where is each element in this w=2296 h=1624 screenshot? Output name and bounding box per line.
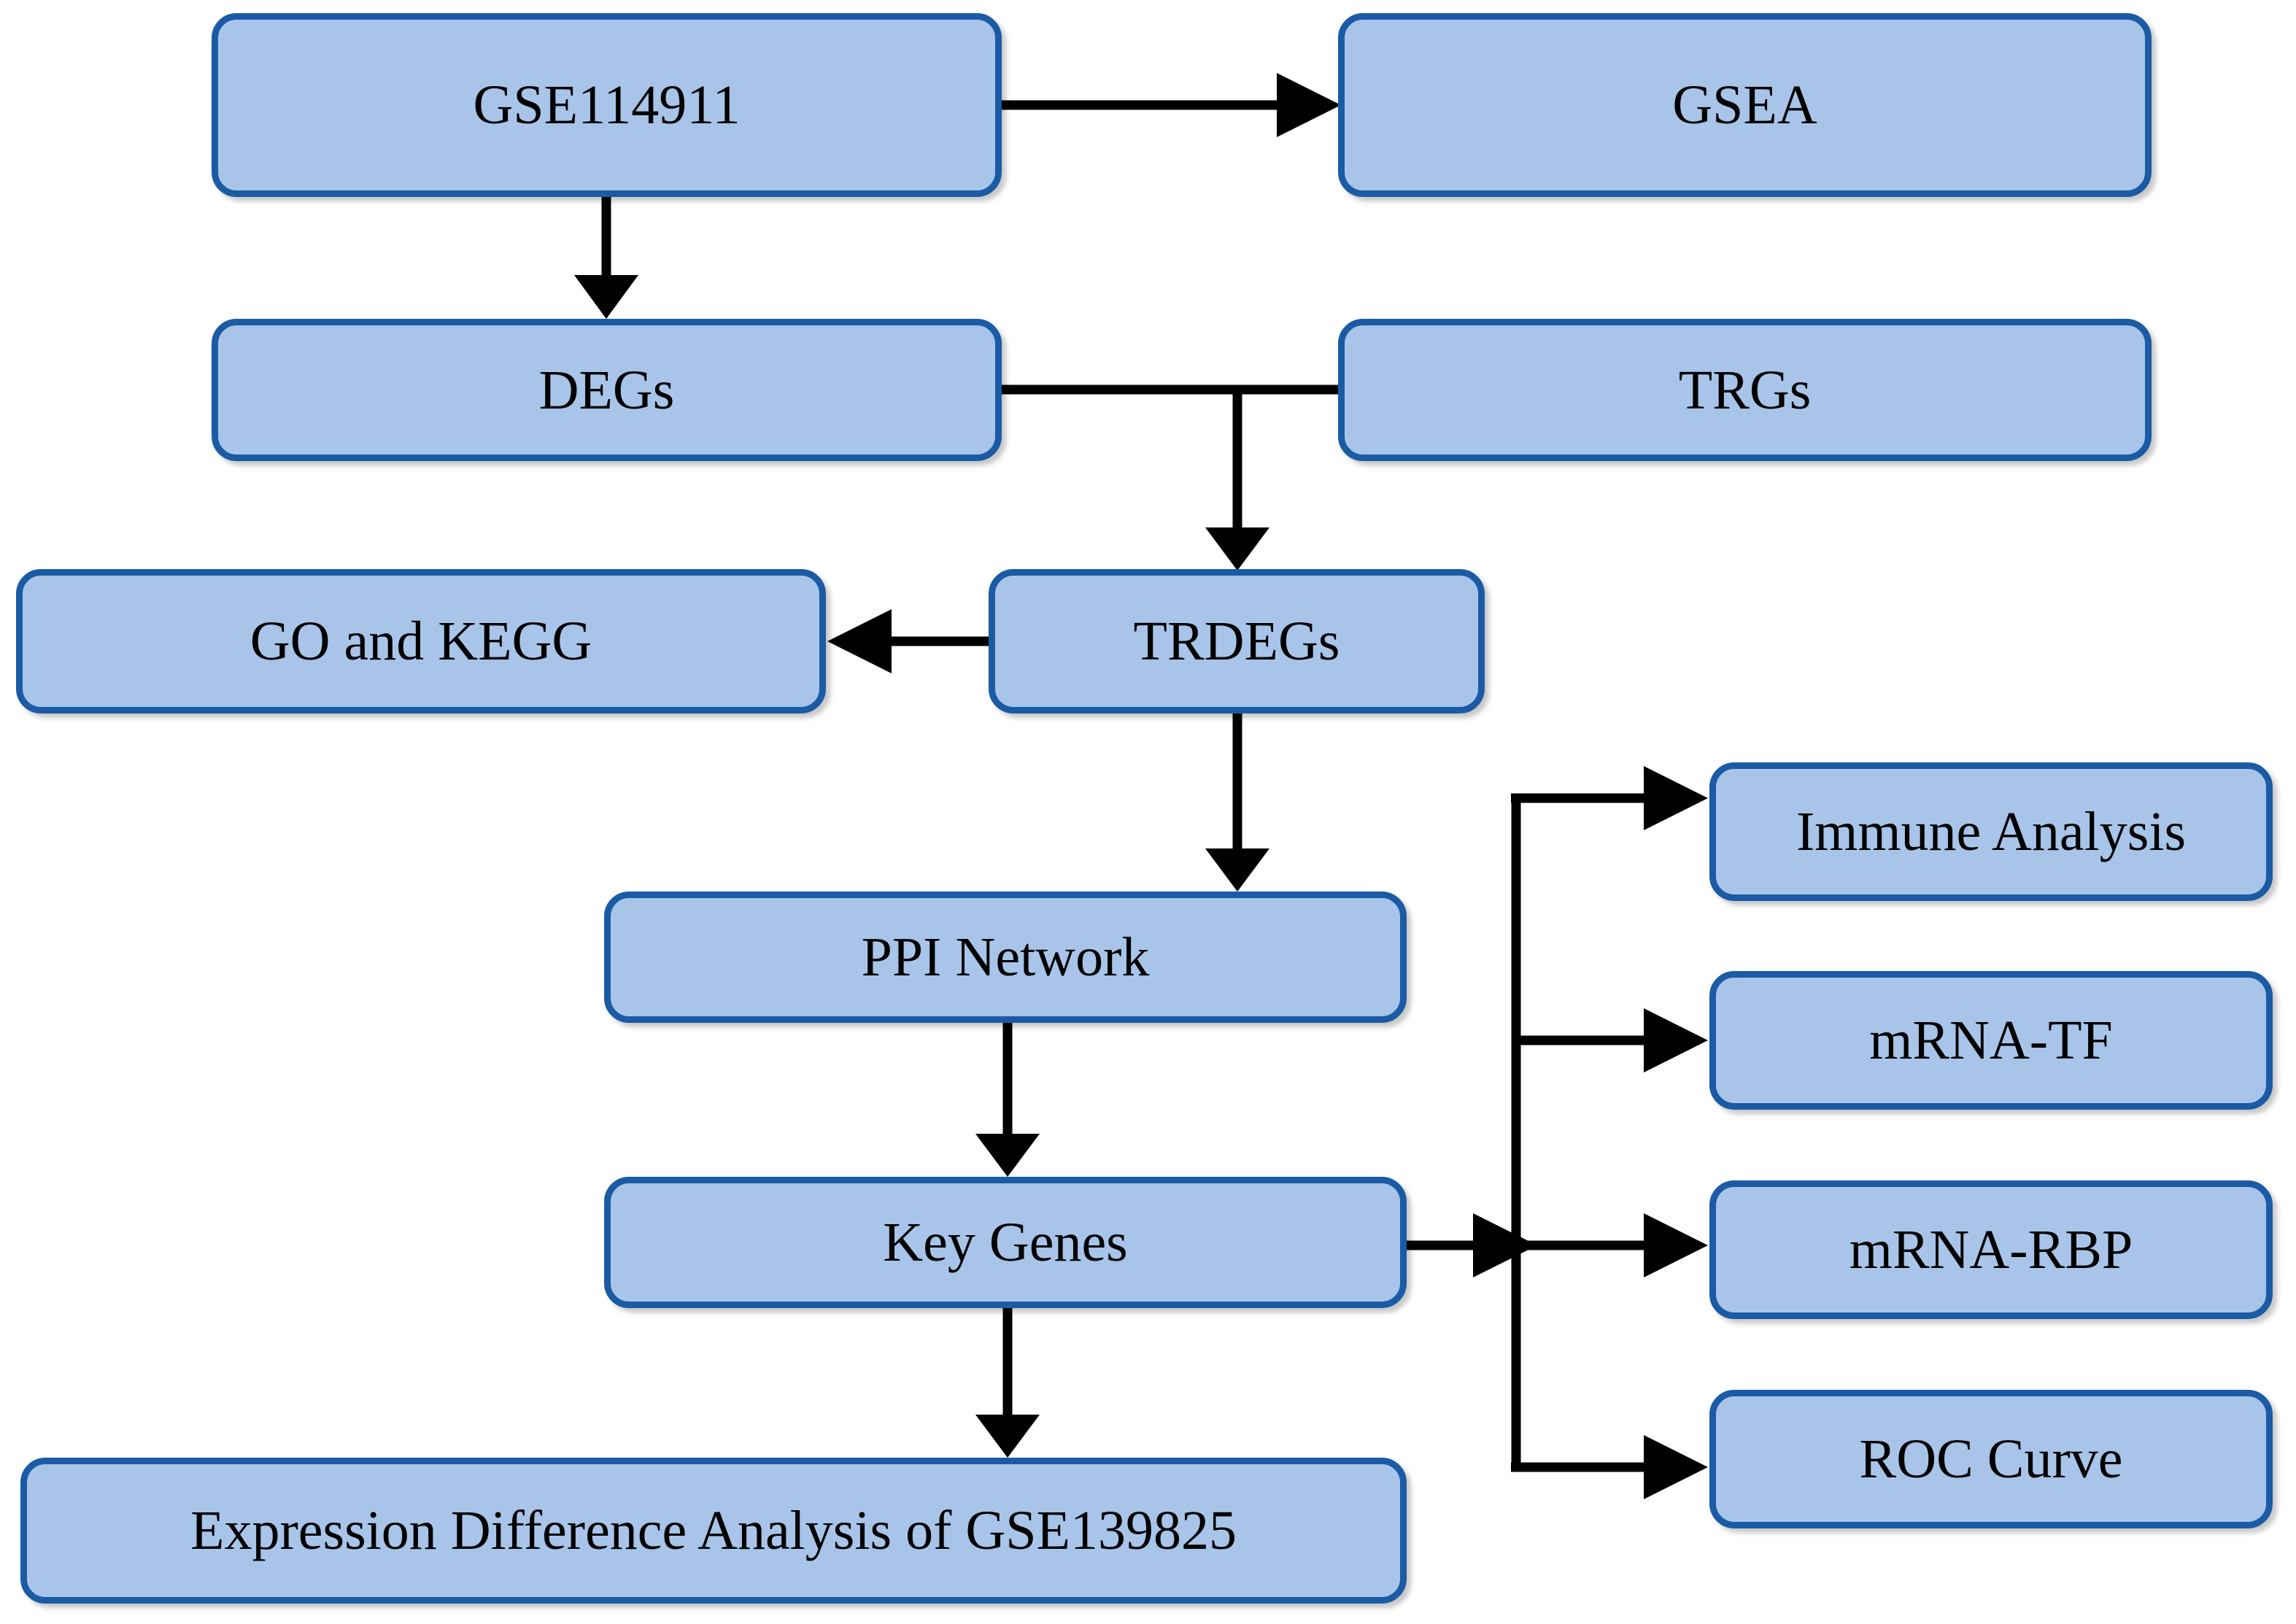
- edge-bus-to-mrnatf: [1516, 1008, 1708, 1072]
- node-label-trdegs: TRDEGs: [1133, 611, 1340, 672]
- node-trdegs[interactable]: TRDEGs: [989, 569, 1485, 714]
- node-go-and-kegg[interactable]: GO and KEGG: [16, 569, 826, 714]
- node-label-degs: DEGs: [538, 359, 675, 421]
- node-immune-analysis[interactable]: Immune Analysis: [1709, 762, 2273, 901]
- node-label-mrna-tf: mRNA-TF: [1869, 1010, 2113, 1071]
- node-mrna-rbp[interactable]: mRNA-RBP: [1709, 1180, 2273, 1319]
- edge-bus-to-immune: [1511, 766, 1708, 830]
- node-label-immune-analysis: Immune Analysis: [1796, 801, 2187, 862]
- node-key-genes[interactable]: Key Genes: [604, 1177, 1407, 1308]
- edge-gse114911-to-gsea: [1002, 73, 1341, 137]
- node-expression-difference-analysis[interactable]: Expression Difference Analysis of GSE139…: [20, 1458, 1407, 1604]
- edge-bus-to-roc: [1511, 1435, 1708, 1499]
- node-label-go-and-kegg: GO and KEGG: [250, 611, 592, 672]
- edge-ppi-to-keygenes: [975, 1023, 1040, 1177]
- node-mrna-tf[interactable]: mRNA-TF: [1709, 971, 2273, 1110]
- edge-trdegs-to-ppi: [1205, 714, 1269, 892]
- node-trgs[interactable]: TRGs: [1338, 319, 2152, 461]
- edge-degs-trgs-to-trdegs: [1002, 384, 1338, 571]
- edge-gse114911-to-degs: [574, 197, 638, 319]
- node-label-ppi-network: PPI Network: [861, 927, 1150, 988]
- node-gsea[interactable]: GSEA: [1338, 13, 2152, 197]
- edge-keygenes-to-exprdiff: [975, 1308, 1040, 1458]
- node-label-key-genes: Key Genes: [883, 1212, 1128, 1273]
- node-roc-curve[interactable]: ROC Curve: [1709, 1390, 2273, 1528]
- node-label-mrna-rbp: mRNA-RBP: [1849, 1219, 2133, 1280]
- node-label-gse114911: GSE114911: [473, 74, 741, 136]
- edge-trdegs-to-gokegg: [827, 609, 989, 673]
- node-ppi-network[interactable]: PPI Network: [604, 892, 1407, 1023]
- node-label-expression-difference-analysis: Expression Difference Analysis of GSE139…: [190, 1500, 1237, 1561]
- node-gse114911[interactable]: GSE114911: [212, 13, 1002, 197]
- edge-bus-to-mrnarbp: [1516, 1213, 1708, 1277]
- node-label-roc-curve: ROC Curve: [1859, 1428, 2123, 1490]
- node-degs[interactable]: DEGs: [212, 319, 1002, 461]
- node-label-trgs: TRGs: [1678, 359, 1812, 421]
- edge-keygenes-to-bus: [1407, 1213, 1537, 1277]
- node-label-gsea: GSEA: [1672, 74, 1817, 136]
